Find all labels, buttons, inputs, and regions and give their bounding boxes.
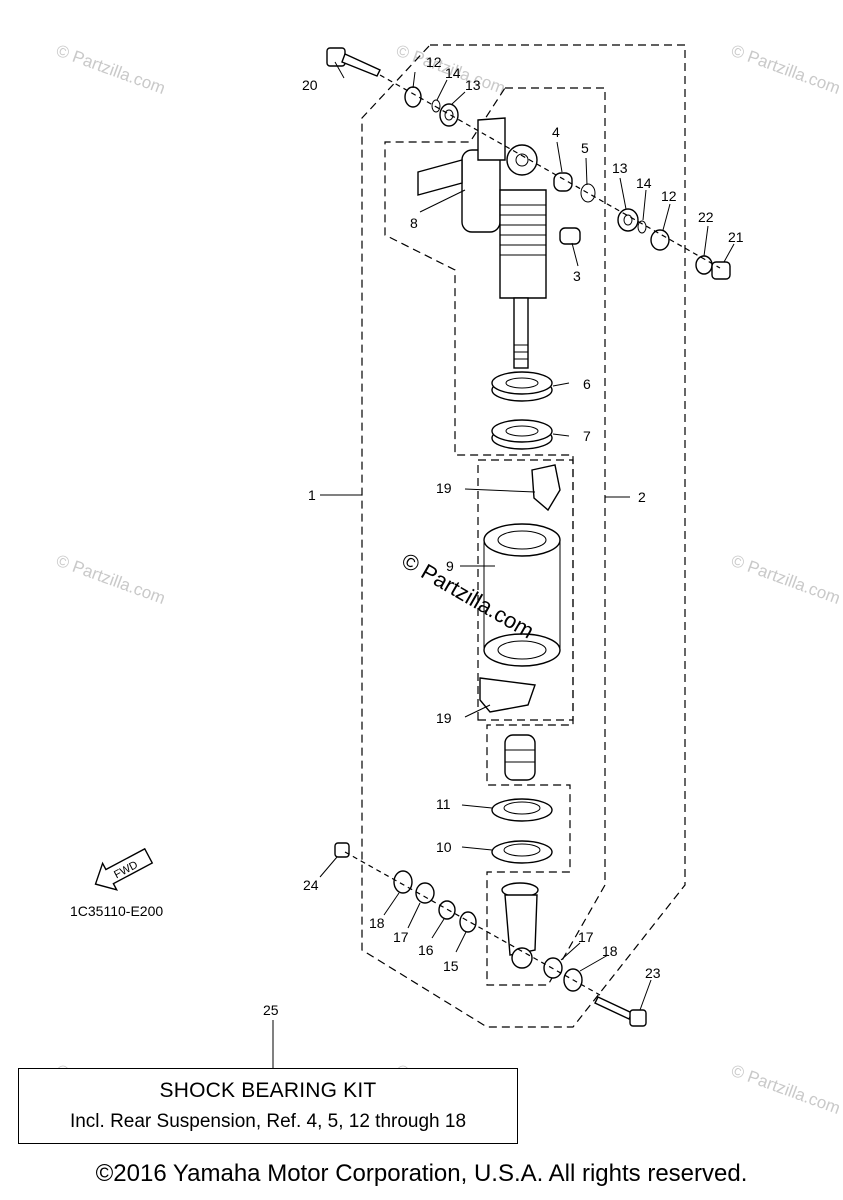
spring-seat-10: [491, 840, 553, 864]
oring-14-right: [637, 220, 647, 234]
callout-15: 15: [443, 958, 459, 974]
callout-23: 23: [645, 965, 661, 981]
ring-nut-7: [491, 419, 553, 450]
shock-absorber-body: [461, 117, 547, 369]
seal-13-upper-left: [439, 103, 459, 127]
callout-17-right: 17: [578, 929, 594, 945]
callout-11: 11: [436, 796, 451, 812]
diagram-code: 1C35110-E200: [70, 903, 163, 919]
shock-bearing-kit-box: SHOCK BEARING KIT Incl. Rear Suspension,…: [18, 1068, 518, 1144]
callout-19-lower: 19: [436, 710, 452, 726]
spring-guide-upper: [531, 464, 561, 512]
watermark: © Partzilla.com: [54, 551, 168, 608]
leader-lines: [272, 61, 735, 1068]
callout-13-right: 13: [612, 160, 628, 176]
assembly-outline-1: [361, 44, 686, 1028]
watermark: © Partzilla.com: [729, 1061, 843, 1118]
label-decal: [417, 159, 463, 196]
watermark: © Partzilla.com: [54, 41, 168, 98]
callout-12-right: 12: [661, 188, 677, 204]
spring-guide-lower: [479, 677, 536, 713]
callout-3: 3: [573, 268, 581, 284]
collar-17-left: [415, 882, 435, 904]
callout-1: 1: [308, 487, 316, 503]
bearing-4: [553, 172, 573, 192]
callout-18-right: 18: [602, 943, 618, 959]
callout-20: 20: [302, 77, 318, 93]
callout-24: 24: [303, 877, 319, 893]
upper-axis-line: [379, 74, 721, 269]
callout-7: 7: [583, 428, 591, 444]
nut-24: [334, 842, 350, 858]
callout-17-left: 17: [393, 929, 409, 945]
copyright-notice: ©2016 Yamaha Motor Corporation, U.S.A. A…: [95, 1160, 748, 1187]
ring-nut-6: [491, 371, 553, 402]
kit-title: SHOCK BEARING KIT: [159, 1079, 377, 1102]
callout-16: 16: [418, 942, 434, 958]
spacer-16: [438, 900, 456, 920]
callout-10: 10: [436, 839, 452, 855]
callout-25: 25: [263, 1002, 279, 1018]
upper-bolt-20: [326, 47, 381, 77]
callout-19-upper: 19: [436, 480, 452, 496]
callout-8: 8: [410, 215, 418, 231]
lower-clevis: [501, 882, 539, 969]
callout-12-upper: 12: [426, 54, 442, 70]
coil-spring: [483, 523, 561, 667]
watermark-center: © Partzilla.com: [398, 548, 539, 644]
callout-14-upper: 14: [445, 65, 461, 81]
callout-labels: 1 2 3 4 5 6 7 8 9 10 11 12 14 13 13 14 1…: [263, 54, 744, 1018]
callout-22: 22: [698, 209, 714, 225]
callout-6: 6: [583, 376, 591, 392]
seal-18-left: [393, 870, 413, 894]
fwd-arrow: FWD: [94, 847, 154, 891]
lower-axis-line: [344, 851, 601, 996]
seal-13-right: [617, 208, 639, 232]
spring-seat-11: [491, 798, 553, 822]
decal-group-outline: [477, 459, 574, 721]
callout-21: 21: [728, 229, 744, 245]
watermark: © Partzilla.com: [729, 551, 843, 608]
watermark: © Partzilla.com: [729, 41, 843, 98]
callout-13-upper: 13: [465, 77, 481, 93]
callout-9: 9: [446, 558, 454, 574]
callout-2: 2: [638, 489, 646, 505]
fitting-3: [559, 227, 581, 245]
bearing-15: [459, 911, 477, 933]
nut-21: [711, 261, 731, 280]
callout-5: 5: [581, 140, 589, 156]
callout-18-left: 18: [369, 915, 385, 931]
fwd-label: FWD: [112, 859, 140, 881]
kit-description: Incl. Rear Suspension, Ref. 4, 5, 12 thr…: [69, 1111, 467, 1132]
bump-stop: [504, 734, 536, 781]
circlip-5: [580, 183, 596, 203]
reservoir-threads: [500, 204, 546, 256]
lower-bolt-23: [594, 996, 647, 1027]
callout-4: 4: [552, 124, 560, 140]
collar-12-right: [650, 229, 670, 251]
callout-14-right: 14: [636, 175, 652, 191]
oring-14-upper-left: [431, 99, 441, 113]
